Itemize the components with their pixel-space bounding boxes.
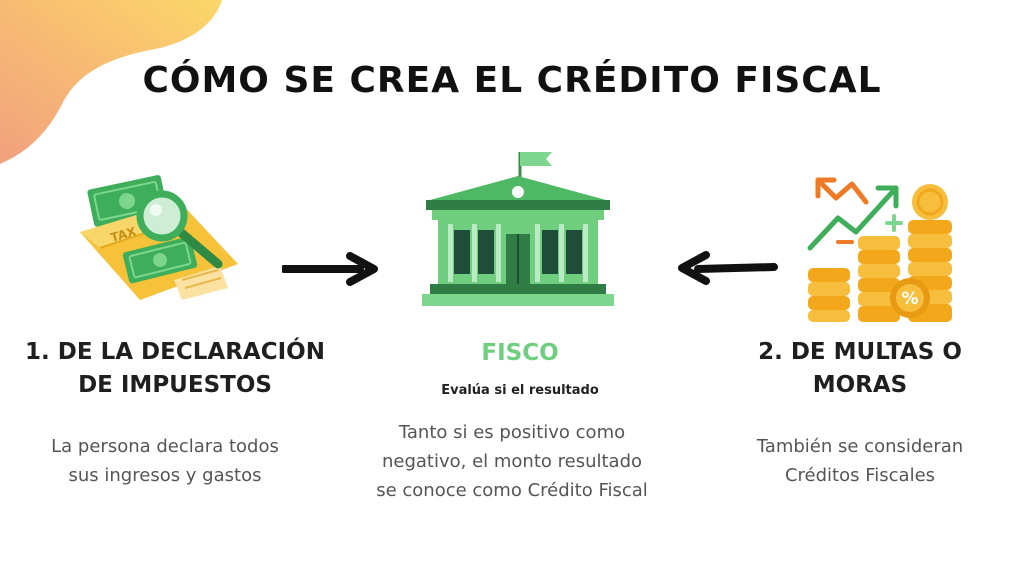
center-body-line: negativo, el monto resultado: [381, 451, 643, 472]
left-heading-line: 1. DE LA DECLARACIÓN: [25, 339, 325, 365]
right-body: También se consideran Créditos Fiscales: [720, 432, 1000, 490]
coins-growth-chart-icon: %: [807, 177, 952, 322]
tax-money-magnifier-icon: TAX: [80, 175, 238, 300]
percent-symbol: %: [901, 289, 918, 309]
arrow-left-icon: [678, 251, 778, 285]
right-body-line: También se consideran: [756, 436, 964, 457]
left-body-line: La persona declara todos: [51, 436, 279, 457]
center-subtitle: Evalúa si el resultado: [441, 383, 599, 398]
arrow-right-icon: [282, 252, 378, 286]
right-heading: 2. DE MULTAS O MORAS: [720, 336, 1000, 402]
left-heading-line: DE IMPUESTOS: [78, 372, 272, 398]
left-body: La persona declara todos sus ingresos y …: [20, 432, 310, 490]
left-heading: 1. DE LA DECLARACIÓN DE IMPUESTOS: [10, 336, 340, 402]
right-heading-line: 2. DE MULTAS O: [758, 339, 962, 365]
center-heading: FISCO: [481, 340, 559, 366]
decorative-corner-blob: [0, 0, 222, 164]
left-body-line: sus ingresos y gastos: [68, 465, 262, 486]
center-body-line: Tanto si es positivo como: [398, 422, 626, 443]
right-heading-line: MORAS: [812, 372, 908, 398]
right-body-line: Créditos Fiscales: [784, 465, 936, 486]
center-body: Tanto si es positivo como negativo, el m…: [340, 418, 684, 505]
center-body-line: se conoce como Crédito Fiscal: [376, 480, 648, 501]
page-title: CÓMO SE CREA EL CRÉDITO FISCAL: [142, 60, 882, 101]
government-building-icon: [422, 152, 614, 306]
